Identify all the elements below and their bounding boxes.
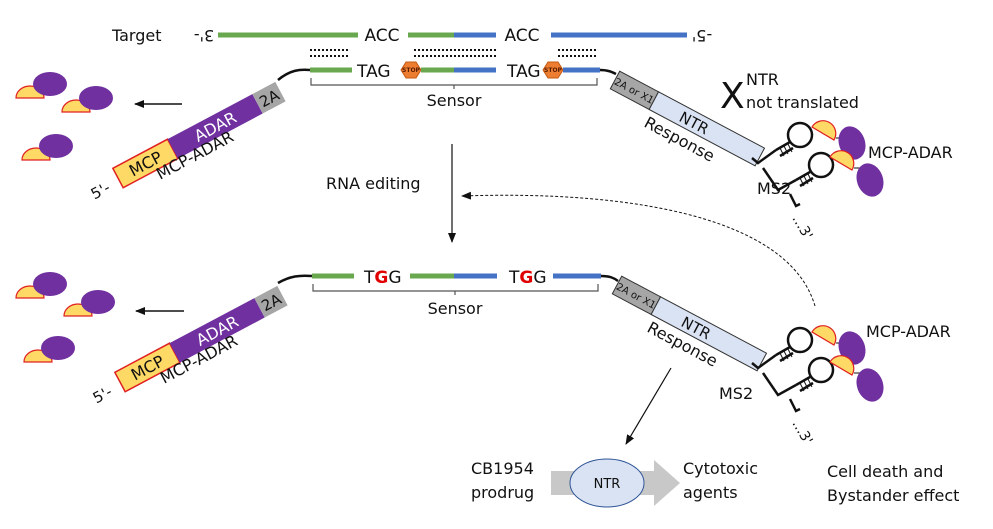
mcp-adar-construct: MCP ADAR 2A (111, 81, 286, 189)
linker-line (277, 68, 311, 81)
svg-text:STOP: STOP (402, 67, 421, 74)
target-5prime-label: -5' (692, 26, 712, 45)
mcp-adar-construct-bottom: MCP ADAR 2A (113, 285, 288, 393)
product-label-2: agents (683, 483, 738, 502)
edited-codon-2: TGG (508, 268, 547, 288)
three-prime-label: ...3' (789, 212, 816, 243)
target-codon-2: ACC (504, 26, 539, 46)
sensor-label-bottom: Sensor (428, 299, 483, 318)
mcp-adar-protein-icon (23, 335, 76, 363)
sensor-label: Sensor (427, 91, 482, 110)
mcp-adar-bound-label-bottom: MCP-ADAR (866, 322, 951, 341)
product-label-1: Cytotoxic (683, 459, 758, 478)
five-prime-label: 5'- (88, 178, 113, 203)
stop-sign-icon: STOP (400, 61, 422, 79)
target-codon-1: ACC (364, 26, 399, 46)
adar-block (167, 94, 263, 159)
ms2-label-bottom: MS2 (719, 384, 753, 403)
mcp-adar-protein-icon (15, 271, 68, 299)
outcome-label-1: Cell death and (827, 462, 943, 481)
prodrug-label-2: prodrug (471, 483, 534, 502)
bound-mcp-adar-icon-bottom (811, 325, 884, 402)
mcp-adar-bound-label: MCP-ADAR (868, 143, 953, 162)
prodrug-label-1: CB1954 (471, 459, 534, 478)
sensor-codon-2: TAG (506, 62, 541, 82)
edited-codon-1: TGG (363, 268, 402, 288)
stop-sign-icon: STOP (542, 61, 564, 79)
2a-block (252, 81, 286, 114)
ms2-label: MS2 (757, 179, 791, 198)
feedback-dotted-arrow (461, 191, 816, 307)
rna-editing-label: RNA editing (326, 174, 421, 193)
ntr-note-2: not translated (746, 93, 859, 112)
translation-arrow (625, 367, 672, 445)
response-construct-bottom: 2A or X1 NTR (611, 275, 768, 372)
ntr-note-1: NTR (746, 70, 779, 89)
bound-mcp-adar-icon (811, 120, 884, 197)
mcp-adar-protein-icon (15, 71, 68, 99)
ms2-hairpins-bottom (751, 326, 835, 413)
target-label: Target (111, 26, 162, 45)
sensor-bracket-bottom (312, 284, 599, 295)
ntr-enzyme-label: NTR (594, 477, 621, 492)
outcome-label-2: Bystander effect (827, 486, 959, 505)
ntr-block (648, 91, 766, 167)
not-translated-x-icon: X (720, 76, 745, 117)
mcp-adar-protein-icon (61, 85, 114, 113)
sensor-bracket (310, 78, 598, 89)
svg-text:STOP: STOP (544, 67, 563, 74)
sensor-codon-1: TAG (356, 62, 391, 82)
mcp-adar-protein-icon (21, 133, 74, 161)
ntr-enzyme (569, 458, 645, 508)
target-3prime-label: 3'- (194, 26, 214, 45)
base-pairing-dots (310, 49, 598, 57)
ms2-hairpins (751, 121, 835, 208)
three-prime-label-bottom: ...3' (789, 417, 816, 448)
mcp-adar-protein-icon (63, 289, 116, 317)
five-prime-label-bottom: 5'- (90, 382, 115, 407)
